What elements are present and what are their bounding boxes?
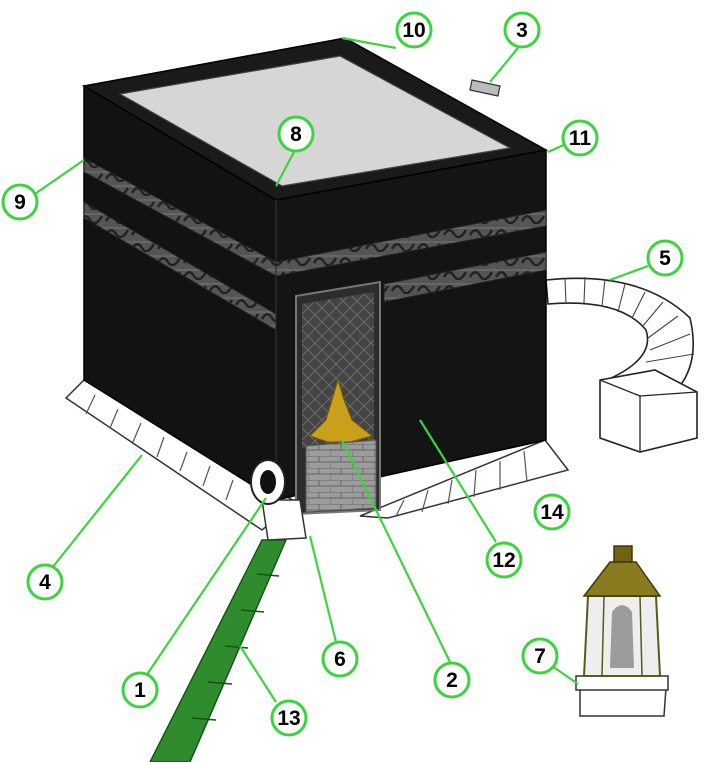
callout-14: 14 xyxy=(533,493,571,531)
door-gold-ornament xyxy=(309,378,374,443)
svg-text:14: 14 xyxy=(540,501,564,524)
black-stone xyxy=(250,459,286,505)
band-lower-right xyxy=(383,251,547,303)
svg-text:6: 6 xyxy=(334,648,346,671)
svg-text:8: 8 xyxy=(290,123,302,146)
svg-text:11: 11 xyxy=(569,127,592,150)
maqam-ibrahim-lantern xyxy=(575,545,669,717)
svg-text:4: 4 xyxy=(39,571,51,594)
svg-text:5: 5 xyxy=(659,247,671,270)
callout-2: 2 xyxy=(433,661,471,699)
kaaba-roof xyxy=(118,55,512,187)
callout-13: 13 xyxy=(270,699,308,737)
mizab-spout xyxy=(469,79,501,97)
kaaba-door xyxy=(295,280,381,516)
callout-8: 8 xyxy=(277,115,315,153)
svg-text:1: 1 xyxy=(134,679,146,702)
callout-6: 6 xyxy=(321,640,359,678)
callout-11: 11 xyxy=(561,119,599,157)
callouts: 1 2 3 4 5 6 7 8 xyxy=(1,11,684,737)
callout-3: 3 xyxy=(503,11,541,49)
band-upper-right xyxy=(275,209,547,277)
marble-base xyxy=(64,379,570,531)
svg-text:10: 10 xyxy=(402,19,425,42)
svg-text:2: 2 xyxy=(446,669,458,692)
svg-text:12: 12 xyxy=(492,549,515,572)
hijr-end-block xyxy=(599,369,698,453)
corner-block xyxy=(261,499,307,541)
callout-7: 7 xyxy=(521,637,559,675)
svg-text:13: 13 xyxy=(277,707,300,730)
callout-9: 9 xyxy=(1,183,39,221)
svg-text:9: 9 xyxy=(14,191,26,214)
band-lower-left xyxy=(83,201,277,331)
kaaba-cube xyxy=(81,37,549,541)
callout-12: 12 xyxy=(485,541,523,579)
svg-text:3: 3 xyxy=(516,19,528,42)
callout-1: 1 xyxy=(121,671,159,709)
callout-10: 10 xyxy=(395,11,433,49)
callout-4: 4 xyxy=(26,563,64,601)
leader-lines xyxy=(31,36,649,703)
callout-5: 5 xyxy=(646,239,684,277)
green-path xyxy=(149,539,288,762)
svg-text:7: 7 xyxy=(534,645,546,668)
hijr-ismail-wall xyxy=(545,276,698,453)
